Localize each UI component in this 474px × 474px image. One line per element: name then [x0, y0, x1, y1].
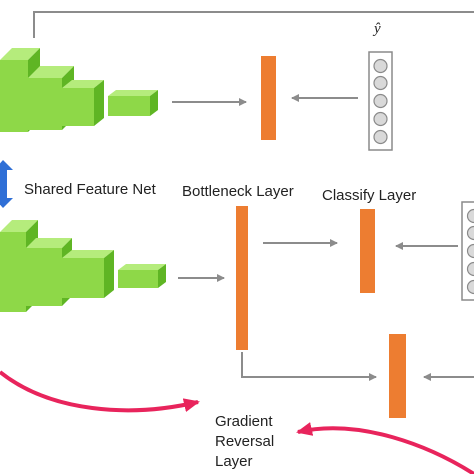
source-bottleneck-bar	[261, 56, 276, 140]
classify-layer-label: Classify Layer	[322, 187, 417, 204]
gradient-reversal-line-2: Reversal	[215, 433, 275, 450]
target-block-4	[118, 264, 166, 288]
gradient-reversal-line-3: Layer	[215, 453, 253, 470]
source-output-nodes	[368, 51, 393, 151]
target-block-3	[62, 250, 114, 298]
classify-layer-bar	[360, 209, 375, 293]
shared-double-arrow	[0, 160, 13, 208]
gradient-reversal-arrow-right	[296, 422, 474, 474]
target-bottleneck-bar	[236, 206, 248, 350]
gradient-reversal-arrow-left	[0, 370, 200, 413]
y-hat-label: ŷ	[374, 21, 381, 37]
bottleneck-layer-label: Bottleneck Layer	[182, 183, 294, 200]
top-feedback-line	[33, 11, 474, 38]
shared-feature-net-label: Shared Feature Net	[24, 181, 156, 198]
target-feature-net	[0, 220, 166, 312]
target-output-nodes	[461, 201, 474, 301]
source-feature-net	[0, 48, 158, 132]
source-block-3	[62, 80, 104, 126]
arrow-bottleneck-to-domain	[241, 352, 377, 381]
domain-classifier-bar	[389, 334, 406, 418]
gradient-reversal-layer-label: Gradient Reversal Layer	[215, 412, 274, 472]
source-block-4	[108, 90, 158, 116]
gradient-reversal-line-1: Gradient	[215, 413, 273, 430]
